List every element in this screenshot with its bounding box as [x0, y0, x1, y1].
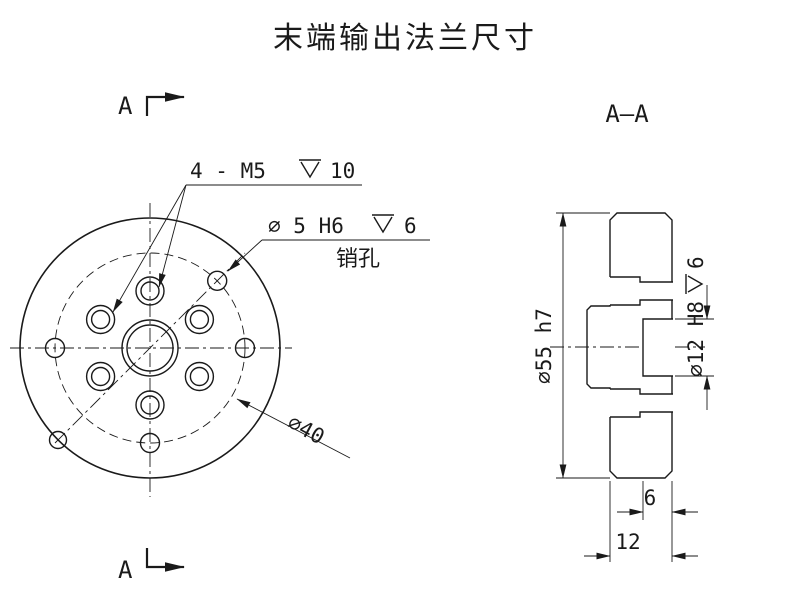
width-dim-text: 12	[615, 530, 640, 554]
leader-line	[227, 239, 263, 272]
bore-depth-dim: 6	[617, 481, 698, 562]
section-hole-upper	[608, 276, 675, 306]
center-bore-outer	[121, 319, 179, 377]
section-body	[586, 212, 673, 479]
depth-symbol-icon	[372, 214, 394, 234]
leader-line	[236, 398, 351, 459]
counterbore-holes	[85, 276, 215, 420]
section-cut-marker-bottom: A	[118, 548, 185, 584]
thread-depth-text: 10	[330, 159, 355, 183]
center-bore-inner	[126, 324, 174, 372]
section-letter-top: A	[118, 92, 133, 120]
flange-notch	[48, 430, 68, 450]
outer-dia-text: ∅55 h7	[532, 308, 556, 384]
pin-callout-text: ∅ 5 H6	[268, 214, 344, 238]
section-view-label: A—A	[605, 100, 649, 128]
depth-symbol-icon	[299, 159, 321, 179]
pin-note-text: 销孔	[336, 246, 380, 271]
width-dim: 12	[584, 481, 698, 562]
leader-line	[158, 184, 187, 288]
drawing-title: 末端输出法兰尺寸	[273, 22, 537, 55]
section-cut-marker-top: A	[118, 92, 185, 120]
centerline-diagonal	[54, 252, 246, 444]
depth-dim-text: 6	[644, 486, 657, 510]
section-view	[550, 212, 705, 479]
section-letter-bottom: A	[118, 556, 133, 584]
pin-hole-callout: ∅ 5 H6 6 销孔	[227, 214, 430, 272]
bore-dia-dim: ∅12 H8 6	[675, 256, 714, 410]
section-line-bottom	[145, 548, 168, 569]
bore-depth-text: 6	[684, 256, 708, 269]
bore-dia-label: ∅12 H8 6	[684, 256, 708, 377]
thread-callout-text: 4 - M5	[190, 159, 266, 183]
bolt-circle-dim: ∅40	[236, 398, 351, 459]
section-hole-lower	[608, 388, 675, 418]
section-line-top	[145, 95, 168, 116]
outer-dia-dim: ∅55 h7	[532, 212, 610, 479]
pin-depth-text: 6	[404, 214, 417, 238]
bore-dia-text: ∅12 H8	[684, 301, 708, 377]
leader-line	[112, 184, 187, 313]
section-center-bore	[642, 318, 675, 377]
bolt-circle	[54, 252, 246, 444]
depth-symbol-icon	[685, 274, 704, 294]
thread-callout: 4 - M5 10	[112, 159, 362, 313]
bolt-circle-holes	[44, 270, 256, 454]
flange-outer-circle	[19, 217, 281, 479]
front-view	[10, 203, 292, 497]
